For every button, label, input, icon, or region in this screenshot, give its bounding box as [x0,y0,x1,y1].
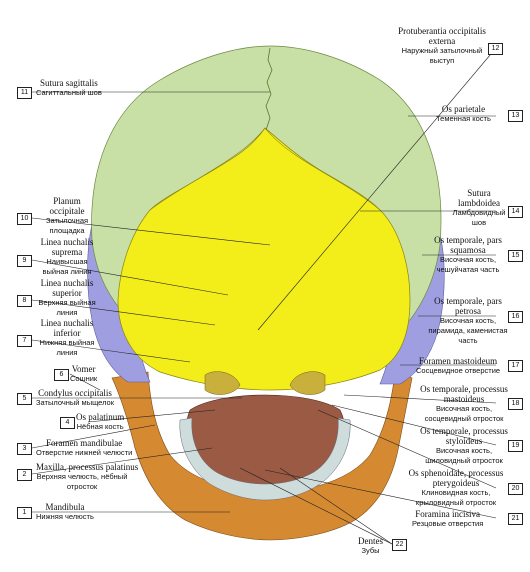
label-3-russian: Отверстие нижней челюсти [36,448,133,457]
label-14-russian: Ламбдовидный шов [452,208,506,227]
number-box-6: 6 [54,369,69,381]
label-13: Os parietale Теменная кость [436,104,491,124]
sagittal-suture [265,47,273,131]
label-16: Os temporale, pars petrosa Височная кост… [428,296,508,346]
label-10: Planum occipitale Затылочная площадка [36,196,98,236]
label-7: Linea nuchalis inferior Нижняя выйная ли… [34,318,100,358]
label-18: Os temporale, processus mastoideus Височ… [420,384,508,424]
label-7-russian: Нижняя выйная линия [39,338,95,357]
label-2: Maxilla, processus palatinus Верхняя чел… [36,462,138,492]
label-20-russian: Клиновидная кость, крыловидный отросток [415,488,497,507]
label-21-latin: Foramina incisiva [415,509,480,519]
label-19-russian: Височная кость, шиловидный отросток [425,446,503,465]
label-3: Foramen mandibulae Отверстие нижней челю… [36,438,132,458]
label-5-latin: Condylus occipitalis [38,388,112,398]
number-box-7: 7 [17,335,32,347]
label-15-latin: Os temporale, pars squamosa [434,235,502,255]
number-box-9: 9 [17,255,32,267]
number-box-22: 22 [392,539,407,551]
label-14-latin: Sutura lambdoidea [458,188,500,208]
label-18-latin: Os temporale, processus mastoideus [420,384,508,404]
label-2-russian: Верхняя челюсть, нёбный отросток [36,472,128,491]
label-20: Os sphenoidale, processus pterygoideus К… [404,468,508,508]
number-box-19: 19 [508,440,523,452]
label-12: Protuberantia occipitalis externa Наружн… [396,26,488,66]
label-15-russian: Височная кость, чешуйчатая часть [436,255,500,274]
condyle-shape [204,371,326,395]
label-1: Mandibula Нижняя челюсть [36,502,94,522]
label-6-latin: Vomer [71,364,96,374]
number-box-3: 3 [17,443,32,455]
label-11: Sutura sagittalis Сагиттальный шов [36,78,102,98]
label-17-russian: Сосцевидное отверстие [416,366,501,375]
label-3-latin: Foramen mandibulae [46,438,123,448]
label-8: Linea nuchalis superior Верхняя выйная л… [34,278,100,318]
leader-lines [31,47,497,545]
number-box-5: 5 [17,393,32,405]
number-box-21: 21 [508,513,523,525]
label-11-latin: Sutura sagittalis [40,78,98,88]
label-13-russian: Теменная кость [436,114,491,123]
label-9-russian: Наивысшая выйная линия [42,257,92,276]
label-22-russian: Зубы [361,546,380,555]
label-6: Vomer Сошник [70,364,97,384]
number-box-10: 10 [17,213,32,225]
label-22: Dentes Зубы [358,536,383,556]
number-box-4: 4 [60,417,75,429]
label-14: Sutura lambdoidea Ламбдовидный шов [452,188,506,228]
number-box-12: 12 [488,43,503,55]
label-10-russian: Затылочная площадка [45,216,89,235]
label-17: Foramen mastoideum Сосцевидное отверстие [416,356,500,376]
label-10-latin: Planum occipitale [49,196,85,216]
label-16-russian: Височная кость, пирамида, каменистая час… [428,316,508,345]
label-8-latin: Linea nuchalis superior [40,278,94,298]
number-box-14: 14 [508,206,523,218]
teeth-shape [179,417,351,501]
label-4: Os palatinum Нёбная кость [76,412,124,432]
label-20-latin: Os sphenoidale, processus pterygoideus [408,468,504,488]
label-5: Condylus occipitalis Затылочный мыщелок [36,388,114,408]
label-6-russian: Сошник [70,374,98,383]
label-5-russian: Затылочный мыщелок [36,398,115,407]
label-8-russian: Верхняя выйная линия [38,298,96,317]
label-16-latin: Os temporale, pars petrosa [434,296,502,316]
label-1-latin: Mandibula [45,502,85,512]
number-box-18: 18 [508,398,523,410]
occipital-shape [117,127,411,391]
label-18-russian: Височная кость, сосцевидный отросток [424,404,504,423]
number-box-20: 20 [508,483,523,495]
label-19-latin: Os temporale, processus styloideus [420,426,508,446]
label-4-latin: Os palatinum [76,412,125,422]
label-1-russian: Нижняя челюсть [36,512,94,521]
label-11-russian: Сагиттальный шов [36,88,102,97]
label-15: Os temporale, pars squamosa Височная кос… [428,235,508,275]
number-box-16: 16 [508,311,523,323]
label-19: Os temporale, processus styloideus Височ… [420,426,508,466]
label-9: Linea nuchalis suprema Наивысшая выйная … [34,237,100,277]
label-2-latin: Maxilla, processus palatinus [36,462,139,472]
label-21: Foramina incisiva Резцовые отверстия [412,509,483,529]
label-17-latin: Foramen mastoideum [418,356,498,366]
number-box-1: 1 [17,507,32,519]
label-12-latin: Protuberantia occipitalis externa [398,26,486,46]
label-22-latin: Dentes [358,536,383,546]
label-12-russian: Наружный затылочный выступ [401,46,483,65]
label-4-russian: Нёбная кость [76,422,124,431]
label-9-latin: Linea nuchalis suprema [40,237,94,257]
number-box-8: 8 [17,295,32,307]
number-box-13: 13 [508,110,523,122]
number-box-15: 15 [508,250,523,262]
label-21-russian: Резцовые отверстия [412,519,484,528]
number-box-17: 17 [508,360,523,372]
lambdoid-suture [149,127,381,211]
label-7-latin: Linea nuchalis inferior [40,318,94,338]
number-box-11: 11 [17,87,32,99]
label-13-latin: Os parietale [441,104,486,114]
number-box-2: 2 [17,469,32,481]
